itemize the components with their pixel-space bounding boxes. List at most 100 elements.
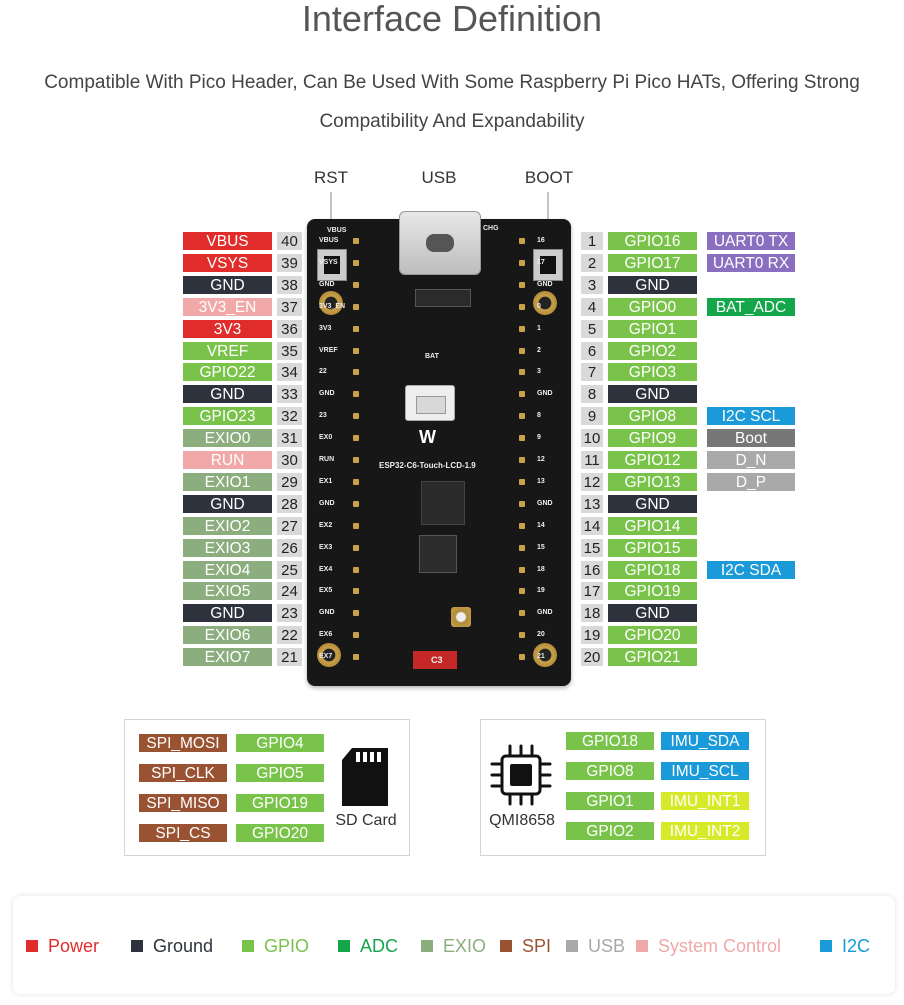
right-pin-silk: 19 [537,587,545,595]
left-pin-number: 21 [277,648,302,667]
left-pin-label: 3V3_EN [183,297,272,316]
imu-function: IMU_SCL [661,762,749,780]
left-pin-silk: RUN [319,456,335,463]
left-pin-label: EXIO2 [183,516,272,535]
right-pin-hole [519,347,525,354]
right-pin-hole [519,588,525,595]
mount-hole-br [533,643,557,667]
left-pin-label: 3V3 [183,319,272,338]
right-pin-hole [519,303,525,310]
right-pin-number: 18 [581,604,603,623]
right-pin-hole [519,413,525,420]
legend-item: EXIO [421,936,486,956]
right-pin-label: GPIO3 [608,363,697,382]
mount-hole-tl [319,291,343,315]
right-pin-hole [519,457,525,463]
sd-gpio: GPIO4 [236,734,324,752]
legend-swatch [820,940,832,952]
imu-chip [419,535,457,573]
legend-swatch [636,940,648,952]
rst-button[interactable] [317,249,347,281]
right-pin-silk: GND [537,390,553,398]
left-pin-number: 36 [277,319,302,338]
main-chip [421,481,465,525]
right-pin-silk: 1 [537,324,541,332]
legend-swatch [338,940,350,952]
legend-item: System Control [636,936,781,956]
imu-label: QMI8658 [489,812,555,829]
imu-function: IMU_SDA [661,732,749,750]
right-pin-label: GPIO17 [608,253,697,272]
mount-hole-bl [317,643,341,667]
right-pin-hole [519,500,525,507]
left-pin-number: 26 [277,538,302,557]
right-pin-silk: 15 [537,543,545,551]
sd-gpio: GPIO20 [236,824,324,842]
legend-label: USB [588,935,626,956]
left-pin-number: 22 [277,626,302,645]
left-pin-silk: EX0 [319,434,333,442]
legend-swatch [26,940,38,952]
sd-gpio: GPIO19 [236,794,324,812]
left-pin-hole [353,610,359,617]
right-pin-label: GPIO12 [608,451,697,469]
left-pin-silk: EX1 [319,477,333,485]
right-pin-hole [519,566,525,573]
right-pin-silk: 17 [537,258,545,266]
subtitle-line-1: Compatible With Pico Header, Can Be Used… [44,72,860,93]
right-pin-label: GPIO0 [608,297,697,316]
left-pin-number: 33 [277,385,302,404]
imu-function: IMU_INT1 [661,792,749,810]
fpc-connector [415,289,471,307]
left-pin-hole [353,457,359,463]
sd-spi-function: SPI_MOSI [139,734,227,752]
left-pin-hole [353,478,359,485]
legend-swatch [566,940,578,952]
left-pin-number: 27 [277,516,302,535]
left-pin-hole [353,238,359,244]
right-pin-hole [519,369,525,376]
right-pin-hole [519,435,525,442]
battery-connector [405,385,455,421]
right-pin-label: GPIO19 [608,582,697,601]
legend-label: I2C [842,935,871,956]
legend-swatch [242,940,254,952]
legend-item: USB [566,936,625,956]
usb-c-connector [399,211,481,275]
right-pin-label: GPIO9 [608,429,697,448]
sd-spi-function: SPI_MISO [139,794,227,812]
left-pin-label: GND [183,385,272,404]
legend-label: ADC [360,935,399,956]
right-pin-function: I2C SCL [707,407,795,426]
left-pin-silk: 23 [319,412,327,420]
left-pin-silk: EX2 [319,521,333,529]
left-pin-hole [353,413,359,420]
left-pin-hole [353,325,359,332]
left-pin-label: EXIO3 [183,538,272,557]
right-pin-silk: GND [537,499,553,507]
right-pin-silk: 18 [537,565,545,573]
c3-label: C3 [431,655,443,665]
right-pin-number: 13 [581,494,603,513]
bat-silk: BAT [425,353,439,360]
legend-label: Ground [153,935,214,956]
legend-item: Ground [131,936,213,956]
right-pin-function: I2C SDA [707,560,795,579]
right-pin-function: BAT_ADC [707,297,795,316]
boot-button[interactable] [533,249,563,281]
left-pin-number: 23 [277,604,302,623]
left-pin-hole [353,566,359,573]
legend-swatch [131,940,143,952]
right-pin-silk: GND [537,280,553,288]
left-pin-silk: 3V3 [319,324,332,332]
right-pin-silk: 20 [537,631,545,639]
left-pin-label: EXIO6 [183,626,272,645]
left-pin-hole [353,347,359,354]
board-name-silk: ESP32-C6-Touch-LCD-1.9 [379,461,476,470]
right-pin-function: UART0 RX [707,253,795,272]
left-pin-label: GPIO23 [183,407,272,426]
right-pin-hole [519,478,525,485]
left-pin-number: 24 [277,582,302,601]
right-pin-silk: 9 [537,434,541,442]
left-pin-silk: 3V3_EN [319,302,346,310]
